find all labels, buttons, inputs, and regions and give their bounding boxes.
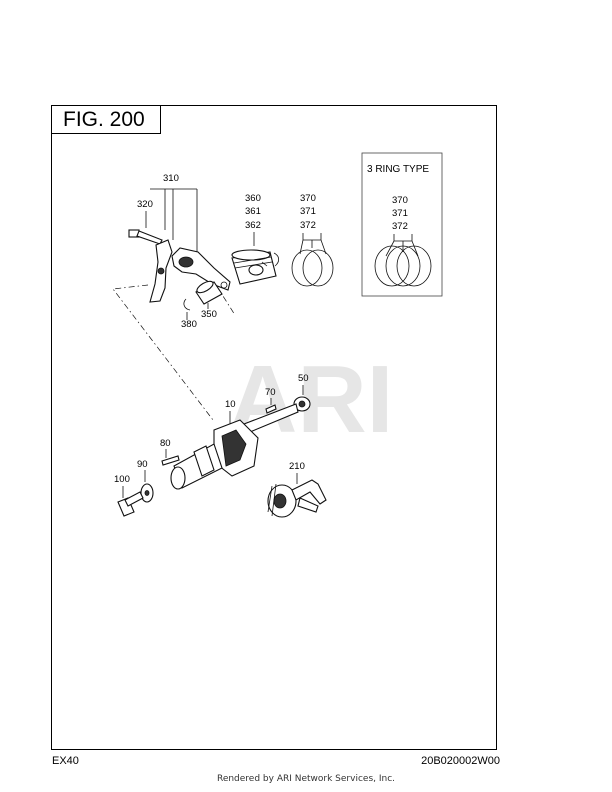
callout-210: 210 xyxy=(289,461,305,472)
ring-type-inset xyxy=(361,152,443,297)
inset-label-371: 371 xyxy=(392,208,408,219)
callout-371: 371 xyxy=(300,206,316,217)
callout-360: 360 xyxy=(245,193,261,204)
figure-title: FIG. 200 xyxy=(51,105,161,134)
inset-label-372: 372 xyxy=(392,221,408,232)
figure-frame xyxy=(51,105,497,750)
footer-code: 20B020002W00 xyxy=(421,755,500,767)
inset-label-370: 370 xyxy=(392,195,408,206)
callout-380: 380 xyxy=(181,319,197,330)
callout-70: 70 xyxy=(265,387,276,398)
washer-90-icon xyxy=(140,483,154,503)
connecting-rod-cap-icon xyxy=(149,239,173,303)
callout-80: 80 xyxy=(160,438,171,449)
bolt-100-icon xyxy=(117,491,144,517)
callout-310: 310 xyxy=(163,173,179,184)
connecting-rod-icon xyxy=(171,247,231,291)
callout-100: 100 xyxy=(114,474,130,485)
credit-line: Rendered by ARI Network Services, Inc. xyxy=(216,774,396,784)
three-rings-icon xyxy=(374,245,432,287)
callout-370: 370 xyxy=(300,193,316,204)
clip-362-icon xyxy=(273,252,280,267)
callout-10: 10 xyxy=(225,399,236,410)
inset-title: 3 RING TYPE xyxy=(367,164,429,175)
callout-350: 350 xyxy=(201,309,217,320)
callout-320: 320 xyxy=(137,199,153,210)
clip-380-icon xyxy=(183,298,191,311)
callout-50: 50 xyxy=(298,373,309,384)
callout-372: 372 xyxy=(300,220,316,231)
balancer-210-icon xyxy=(267,479,327,518)
callout-362: 362 xyxy=(245,220,261,231)
footer-model: EX40 xyxy=(52,755,79,767)
key-70-icon xyxy=(265,404,277,414)
callout-90: 90 xyxy=(137,459,148,470)
crankshaft-icon xyxy=(170,403,299,490)
pin-80-icon xyxy=(161,455,180,466)
piston-pin-icon xyxy=(195,280,223,305)
callout-361: 361 xyxy=(245,206,261,217)
piston-icon xyxy=(231,249,277,285)
two-rings-icon xyxy=(291,249,334,287)
washer-50-icon xyxy=(293,396,311,412)
bolt-320-icon xyxy=(128,229,163,245)
